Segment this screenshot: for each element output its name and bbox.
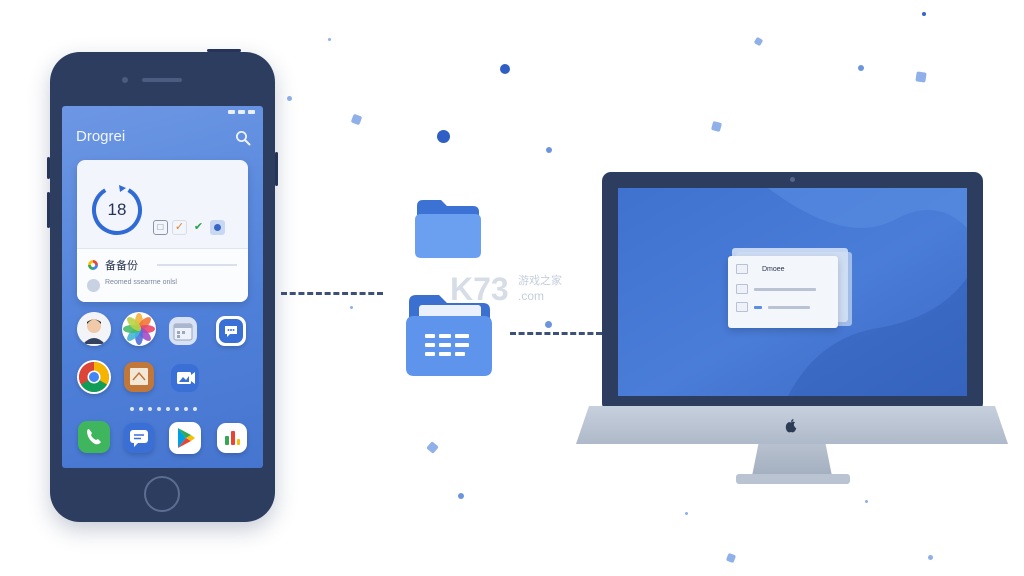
ring-value: 18 <box>107 200 127 219</box>
widget-card-divider <box>157 264 237 266</box>
play-store-icon[interactable] <box>169 422 201 454</box>
notes-icon[interactable] <box>124 362 154 392</box>
doc-row <box>736 302 810 312</box>
backup-widget[interactable]: 18 ☐ ✓ ✔ 备备份 <box>77 160 248 302</box>
doc-row <box>736 284 816 294</box>
stats-icon[interactable] <box>217 423 247 453</box>
apple-logo-icon <box>785 419 797 433</box>
document-card: Dmoee <box>728 256 838 328</box>
widget-card-title: 备备份 <box>105 260 138 272</box>
photos-icon[interactable] <box>122 312 156 346</box>
monitor-stand-foot <box>736 474 850 484</box>
search-icon[interactable] <box>235 130 251 146</box>
app-title: Drogrei <box>76 128 126 145</box>
power-button <box>275 152 278 186</box>
volume-up-button <box>47 157 50 179</box>
home-button[interactable] <box>144 476 180 512</box>
phone-screen: Drogrei 18 ☐ ✓ ✔ <box>62 106 263 468</box>
avatar-icon[interactable] <box>77 312 111 346</box>
phone-icon[interactable] <box>78 421 110 453</box>
page-indicator <box>130 407 197 411</box>
small-avatar-icon <box>87 279 100 292</box>
folder-icon <box>415 200 481 258</box>
doc-title: Dmoee <box>762 266 785 273</box>
top-button <box>207 49 241 52</box>
message-icon[interactable] <box>216 316 246 346</box>
gallery-icon[interactable] <box>171 364 199 392</box>
widget-card[interactable]: 备备份 Reomed ssearrne onlsl <box>77 248 248 302</box>
laptop-camera <box>790 177 795 182</box>
progress-ring <box>92 185 142 235</box>
volume-down-button <box>47 192 50 228</box>
google-logo-icon <box>88 260 98 270</box>
dashed-connector-right <box>510 332 602 335</box>
document-folder-icon <box>406 295 492 376</box>
green-check-icon: ✔ <box>193 221 204 233</box>
orange-check-icon: ✓ <box>172 220 187 235</box>
watermark-cn-text: 游戏之家 <box>518 275 562 287</box>
watermark-logo: K73 <box>450 271 509 307</box>
status-bar <box>228 110 255 114</box>
laptop-screen: Dmoee <box>618 188 967 396</box>
calendar-icon[interactable] <box>169 317 197 345</box>
dashed-connector-left <box>281 292 383 295</box>
watermark-brand: K73 <box>450 271 509 307</box>
doc-icon <box>736 264 748 274</box>
front-camera <box>122 77 128 83</box>
earpiece-speaker <box>142 78 182 82</box>
smartphone: Drogrei 18 ☐ ✓ ✔ <box>47 49 278 522</box>
blue-badge-icon <box>210 220 225 235</box>
square-check-icon: ☐ <box>153 220 168 235</box>
chrome-icon[interactable] <box>77 360 111 394</box>
watermark-domain: .com <box>518 289 545 303</box>
widget-card-subtitle: Reomed ssearrne onlsl <box>105 279 177 286</box>
widget-mini-icons: ☐ ✓ ✔ <box>153 220 225 235</box>
laptop-lid: Dmoee <box>602 172 983 412</box>
chat-icon[interactable] <box>124 423 154 453</box>
monitor-stand-neck <box>752 444 832 476</box>
